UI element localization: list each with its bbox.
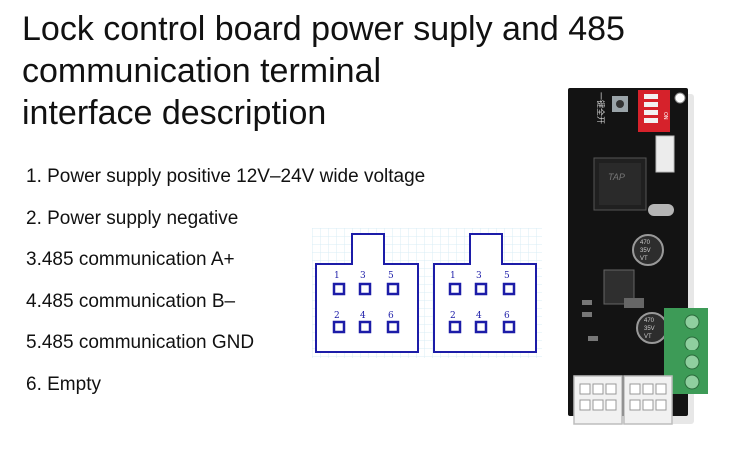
pin-item-6: 6. Empty: [26, 373, 101, 395]
title-line-3: interface description: [22, 94, 327, 132]
mounting-hole: [674, 92, 686, 104]
pin-number: 6: [504, 311, 510, 321]
capacitor-text: VT: [644, 334, 652, 340]
pin-item-2: 2. Power supply negative: [26, 207, 239, 229]
pin-pad: [358, 320, 372, 334]
connector-right: 1 3 5 2 4 6: [433, 233, 537, 353]
pin-number: 1: [334, 271, 340, 281]
pin-pad: [502, 320, 516, 334]
pin-number: 4: [360, 311, 366, 321]
capacitor-text: 470: [644, 318, 655, 324]
pin-item-4: 4.485 communication B–: [26, 290, 236, 312]
pin-number: 2: [450, 311, 456, 321]
white-connector-right: [623, 375, 673, 425]
capacitor-text: 470: [640, 240, 651, 246]
chip-label: TAP: [608, 172, 625, 182]
pin-item-3: 3.485 communication A+: [26, 249, 235, 271]
connector-diagram: 1 3 5 2 4 6 1 3 5 2 4 6: [312, 228, 542, 358]
capacitor-1: 470 35V VT: [632, 234, 664, 266]
pin-pad: [474, 320, 488, 334]
pin-number: 3: [476, 271, 482, 281]
silk-button-label: 一键全开: [596, 92, 606, 124]
capacitor-text: 35V: [644, 326, 655, 332]
capacitor-text: VT: [640, 256, 648, 262]
pin-pad: [386, 320, 400, 334]
regulator-tab: [624, 298, 644, 308]
mcu-chip: TAP: [593, 157, 647, 211]
pin-number: 5: [504, 271, 510, 281]
smd-part: [588, 336, 598, 341]
pin-pad: [448, 320, 462, 334]
dip-switch: ON: [638, 90, 670, 132]
pin-pad: [474, 282, 488, 296]
title-line-1: Lock control board power suply and 485: [22, 10, 625, 48]
pin-pad: [502, 282, 516, 296]
page-title: Lock control board power suply and 485 c…: [22, 8, 742, 134]
white-connector-left: [573, 375, 623, 425]
dip-label: ON: [662, 112, 668, 120]
pin-number: 1: [450, 271, 456, 281]
pin-description-list: 1. Power supply positive 12V–24V wide vo…: [26, 162, 425, 412]
side-header: [655, 135, 675, 173]
pin-pad: [358, 282, 372, 296]
capacitor-text: 35V: [640, 248, 651, 254]
smd-part: [582, 312, 592, 317]
smd-part: [582, 300, 592, 305]
pin-number: 5: [388, 271, 394, 281]
pin-number: 2: [334, 311, 340, 321]
pin-pad: [386, 282, 400, 296]
pin-item-1: 1. Power supply positive 12V–24V wide vo…: [26, 166, 426, 187]
crystal: [648, 204, 674, 216]
pin-number: 4: [476, 311, 482, 321]
pin-pad: [448, 282, 462, 296]
pin-pad: [332, 320, 346, 334]
title-line-2: communication terminal: [22, 52, 382, 90]
pin-number: 6: [388, 311, 394, 321]
push-button: [612, 96, 628, 112]
pin-number: 3: [360, 271, 366, 281]
pin-item-5: 5.485 communication GND: [26, 332, 255, 354]
capacitor-2: 470 35V VT: [636, 312, 668, 344]
screw-terminal-top: [664, 308, 708, 358]
pin-pad: [332, 282, 346, 296]
connector-left: 1 3 5 2 4 6: [315, 233, 419, 353]
lock-control-board: ON 一键全开 TAP 470 35V VT 470 35V VT: [568, 88, 708, 425]
